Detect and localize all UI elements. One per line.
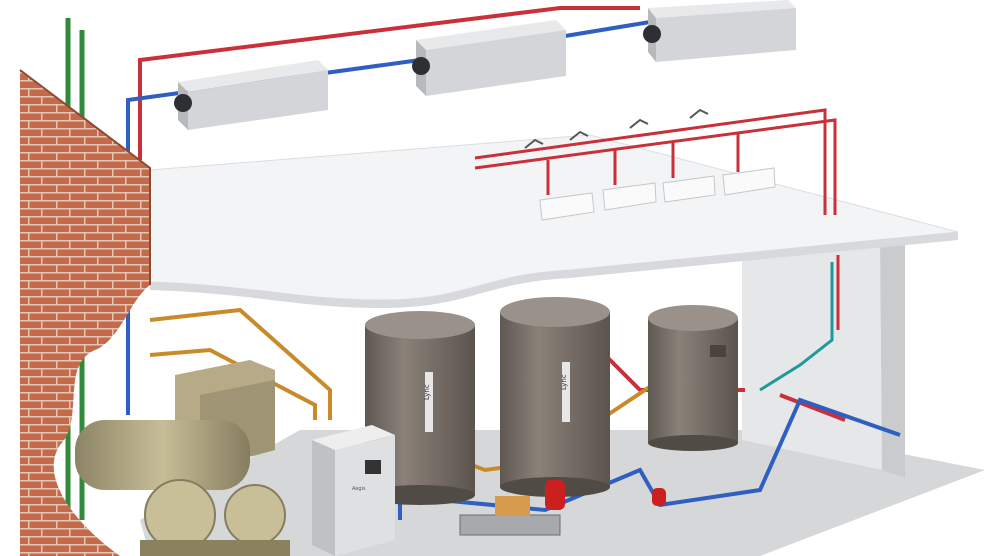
ceiling-fan-unit <box>174 60 328 130</box>
green-return <box>759 262 834 392</box>
brick-wall-edge <box>19 69 151 285</box>
ceiling-fan-unit <box>412 20 566 96</box>
water-tank: Lync <box>500 297 610 497</box>
refrigerant-line-1 <box>149 307 332 420</box>
ceiling-fan-unit <box>643 0 796 62</box>
sink <box>689 108 776 196</box>
sink <box>629 118 716 203</box>
hot-supply-upper <box>138 6 640 160</box>
expansion-tank <box>545 480 666 510</box>
chiller <box>75 360 290 556</box>
heat-pump-cabinet: Aegis <box>312 425 395 556</box>
brick-wall <box>20 70 150 556</box>
hot-water-sink-loop <box>474 108 840 330</box>
sink <box>569 130 657 211</box>
water-tank <box>648 305 738 451</box>
tank-brand-label: Lync <box>560 374 568 390</box>
pump <box>459 496 561 536</box>
sink <box>524 138 595 221</box>
heat-pump-logo: Aegis <box>352 486 366 492</box>
tank-brand-label: Lync <box>423 384 431 400</box>
right-wall-side <box>880 240 905 478</box>
water-tank: Lync <box>365 311 475 505</box>
